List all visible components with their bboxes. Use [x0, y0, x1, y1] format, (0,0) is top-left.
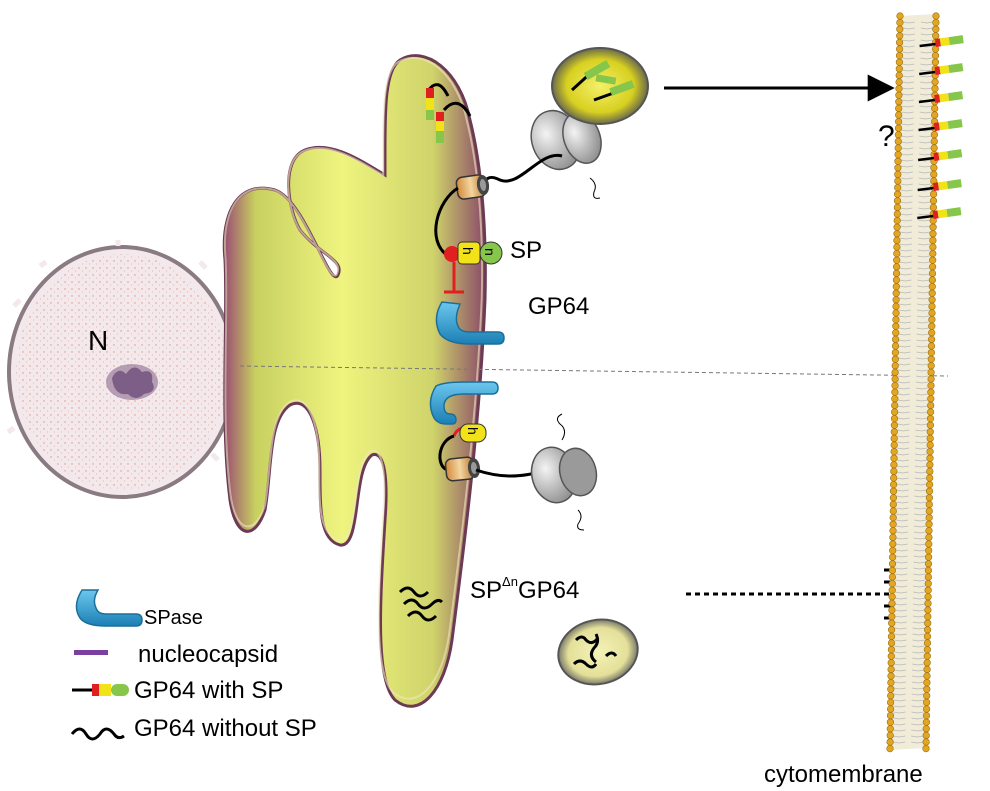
nucleocapsid-icon: [74, 650, 108, 655]
endoplasmic-reticulum: [222, 54, 487, 708]
legend-item-gp64-with-sp: GP64 with SP: [72, 677, 283, 704]
legend-label-spase: SPase: [144, 607, 203, 629]
gp64-without-sp-icon: [70, 727, 125, 741]
spase-icon: [75, 589, 143, 627]
sp-delta-gp64-label: SPΔnGP64: [470, 574, 579, 604]
legend-label-nucleocapsid: nucleocapsid: [138, 641, 278, 668]
sp-label: SP: [510, 237, 542, 264]
h-region-label-top: h: [460, 247, 476, 255]
signal-peptide-top: h n: [444, 241, 503, 265]
gp64-with-sp-in-er-top: [426, 83, 472, 143]
cytomembrane: [886, 12, 940, 753]
legend-item-spase: SPase: [75, 589, 203, 629]
ribosome-bottom: [530, 413, 598, 531]
n-region-label-top: n: [482, 248, 498, 256]
legend: SPase nucleocapsid GP64 with SP GP64 wit…: [70, 589, 317, 742]
gp64-with-sp-icon: [72, 684, 129, 696]
legend-label-gp64-without-sp: GP64 without SP: [134, 715, 317, 742]
gp64-label: GP64: [528, 293, 589, 320]
legend-label-gp64-with-sp: GP64 with SP: [134, 677, 283, 704]
vesicle-bottom: [557, 618, 639, 686]
nucleus-label: N: [88, 325, 108, 356]
vesicle-top: [551, 47, 649, 125]
divider-line: [239, 365, 949, 377]
question-mark: ?: [878, 120, 895, 153]
cytomembrane-label: cytomembrane: [764, 761, 923, 788]
gp64-without-sp-in-er: [398, 586, 444, 622]
translocon-top: [455, 174, 490, 200]
membrane-gp64-proteins: [917, 35, 964, 220]
legend-item-gp64-without-sp: GP64 without SP: [70, 715, 317, 742]
signal-peptide-bottom: h: [452, 423, 487, 443]
legend-item-nucleocapsid: nucleocapsid: [74, 641, 278, 668]
nucleus: N: [6, 240, 238, 499]
nucleolus: [106, 364, 158, 400]
spase-icon-bottom: [429, 381, 499, 425]
h-region-label-bottom: h: [465, 427, 481, 435]
spase-icon-top: [435, 301, 505, 345]
gp64-chain-top: [434, 186, 459, 258]
translocon-bottom: [444, 456, 481, 482]
